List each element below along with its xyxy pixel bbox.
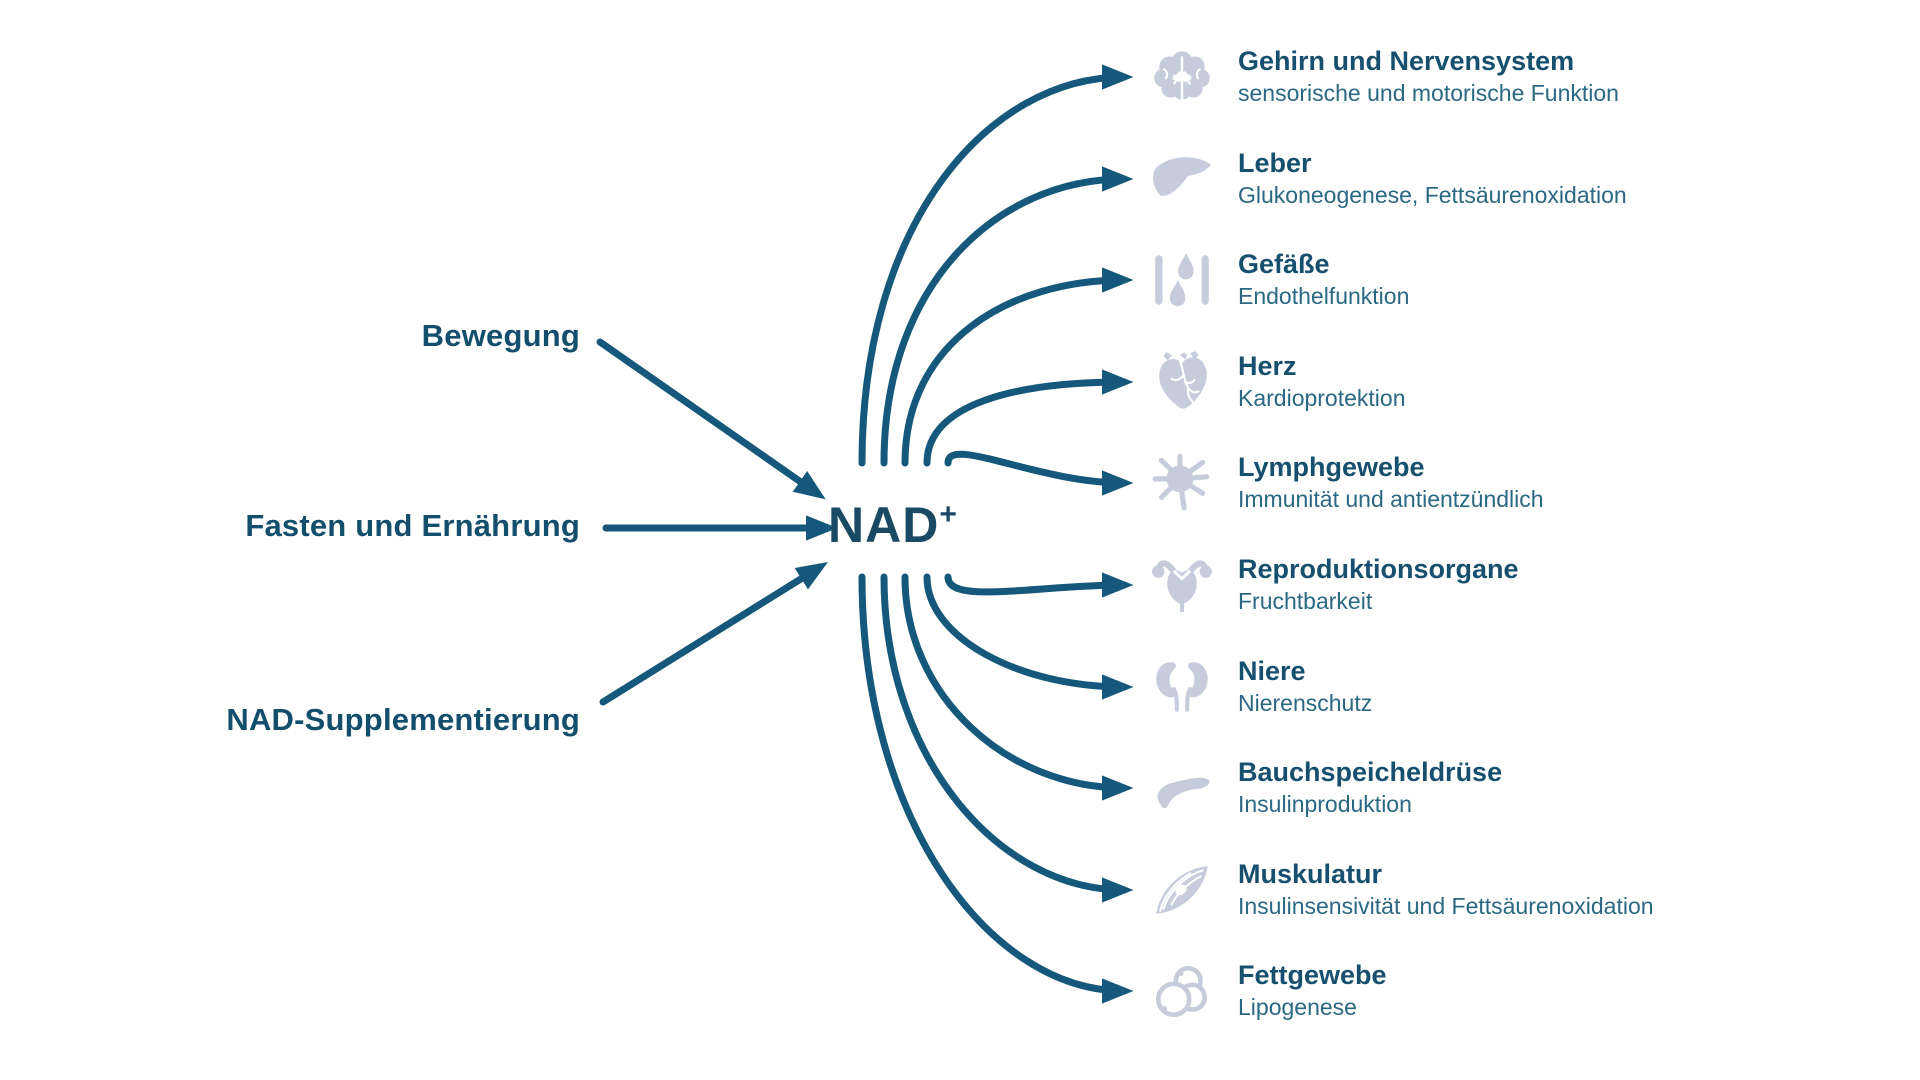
organ-title: Lymphgewebe: [1238, 452, 1425, 483]
organ-title: Muskulatur: [1238, 859, 1383, 890]
organ-subtitle: Fruchtbarkeit: [1238, 588, 1373, 615]
organ-item-reproduktionsorgane: Reproduktionsorgane Fruchtbarkeit: [1148, 550, 1519, 620]
arrow-nad-to-herz: [923, 369, 1134, 467]
fat-tissue-icon: [1148, 957, 1216, 1025]
heart-icon: [1148, 348, 1216, 416]
pancreas-icon: [1148, 754, 1216, 822]
organ-item-leber: Leber Glukoneogenese, Fettsäurenoxidatio…: [1148, 144, 1627, 214]
arrow-nad-to-reproduktionsorgane: [944, 572, 1134, 598]
arrow-supplementierung-to-nad: [599, 562, 829, 706]
input-label-nad-supplementierung: NAD-Supplementierung: [226, 702, 580, 737]
organ-title: Gefäße: [1238, 249, 1330, 280]
blood-vessels-icon: [1148, 246, 1216, 314]
kidneys-icon: [1148, 653, 1216, 721]
organ-item-muskulatur: Muskulatur Insulinsensivität und Fettsäu…: [1148, 855, 1654, 925]
arrow-bewegung-to-nad: [596, 338, 826, 500]
brain-icon: [1148, 43, 1216, 111]
organ-subtitle: Kardioprotektion: [1238, 385, 1406, 412]
organ-title: Leber: [1238, 148, 1312, 179]
organ-title: Fettgewebe: [1238, 960, 1387, 991]
organ-subtitle: Immunität und antientzündlich: [1238, 486, 1544, 513]
organ-title: Herz: [1238, 351, 1297, 382]
organ-subtitle: Endothelfunktion: [1238, 283, 1410, 310]
arrow-nad-to-lymphgewebe: [944, 450, 1134, 496]
arrow-nad-to-fettgewebe: [858, 573, 1134, 1004]
organ-item-bauchspeicheldruese: Bauchspeicheldrüse Insulinproduktion: [1148, 753, 1502, 823]
liver-icon: [1148, 145, 1216, 213]
nad-hub-superscript: +: [939, 498, 958, 531]
organ-subtitle: Lipogenese: [1238, 994, 1357, 1021]
muscle-icon: [1148, 856, 1216, 924]
organ-item-lymphgewebe: Lymphgewebe Immunität und antientzündlic…: [1148, 448, 1544, 518]
arrow-nad-to-gehirn: [858, 64, 1134, 467]
organ-subtitle: Nierenschutz: [1238, 690, 1373, 717]
uterus-icon: [1148, 551, 1216, 619]
organ-title: Reproduktionsorgane: [1238, 554, 1519, 585]
arrow-nad-to-muskulatur: [880, 573, 1134, 903]
organ-subtitle: Insulinproduktion: [1238, 791, 1412, 818]
input-label-bewegung: Bewegung: [421, 318, 580, 353]
arrow-nad-to-bauchspeicheldruese: [901, 573, 1134, 801]
organ-item-niere: Niere Nierenschutz: [1148, 652, 1372, 722]
organ-title: Niere: [1238, 656, 1306, 687]
organ-subtitle: Insulinsensivität und Fettsäurenoxidatio…: [1238, 893, 1654, 920]
organ-item-herz: Herz Kardioprotektion: [1148, 347, 1406, 417]
arrow-nad-to-niere: [923, 573, 1134, 700]
organ-item-gehirn: Gehirn und Nervensystem sensorische und …: [1148, 42, 1619, 112]
arrow-nad-to-gefaesse: [901, 267, 1134, 467]
organ-title: Bauchspeicheldrüse: [1238, 757, 1503, 788]
organ-item-fettgewebe: Fettgewebe Lipogenese: [1148, 956, 1387, 1026]
arrow-nad-to-leber: [880, 166, 1134, 467]
input-label-fasten-und-ernaehrung: Fasten und Ernährung: [245, 508, 580, 543]
nad-hub-text: NAD: [828, 497, 940, 553]
organ-title: Gehirn und Nervensystem: [1238, 46, 1575, 77]
organ-subtitle: sensorische und motorische Funktion: [1238, 80, 1619, 107]
lymph-node-icon: [1148, 449, 1216, 517]
organ-item-gefaesse: Gefäße Endothelfunktion: [1148, 245, 1409, 315]
organ-subtitle: Glukoneogenese, Fettsäurenoxidation: [1238, 182, 1627, 209]
nad-hub-label: NAD+: [828, 496, 958, 554]
